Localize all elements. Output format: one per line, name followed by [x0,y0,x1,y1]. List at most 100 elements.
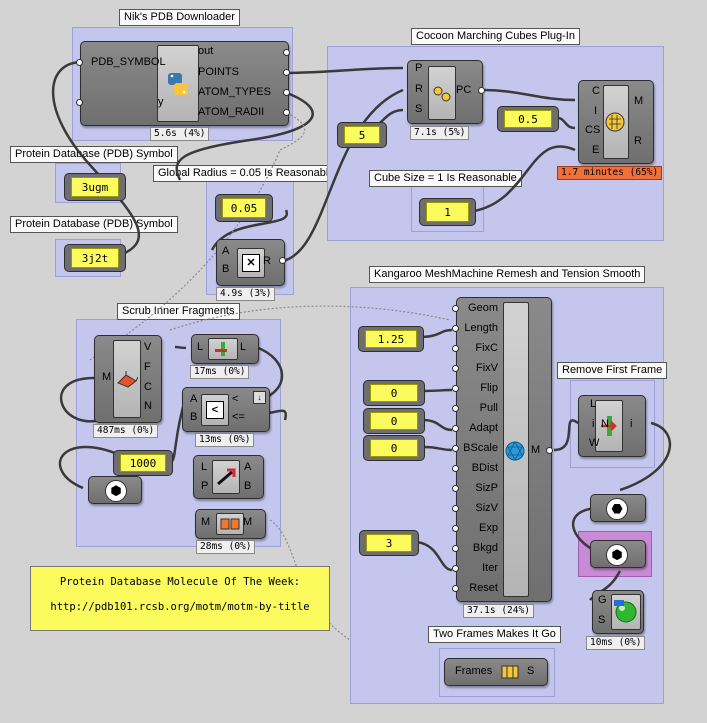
kangaroo-input-grip-length[interactable] [452,325,459,332]
mesh-faces-component[interactable] [94,335,162,423]
kangaroo-input-grip-bkgd[interactable] [452,545,459,552]
preview-runtime: 10ms (0%) [586,636,646,650]
panel-bscale-value[interactable]: 0 [370,439,418,457]
panel-cube-size-value[interactable]: 1 [426,202,469,222]
kangaroo-input-grip-geom[interactable] [452,305,459,312]
remove-flag-n: N [601,418,609,430]
faces-output-f: F [144,361,151,373]
panel-cube-size[interactable]: 1 [419,198,476,226]
cull-component[interactable] [193,455,264,499]
hex-mesh-icon-1: ⬢ [105,480,127,502]
list-length-component[interactable] [191,334,259,364]
cull-input-p: P [201,480,209,492]
panel-5-value[interactable]: 5 [344,126,380,144]
kangaroo-input-grip-exp[interactable] [452,525,459,532]
kangaroo-output-grip[interactable] [546,447,553,454]
panel-adapt-value[interactable]: 0 [370,412,418,430]
panel-adapt[interactable]: 0 [363,408,425,434]
panel-flip-value[interactable]: 0 [370,384,418,402]
kangaroo-input-grip-bscale[interactable] [452,445,459,452]
kangaroo-input-grip-flip[interactable] [452,385,459,392]
cull-core [212,460,240,494]
mesh-join-component[interactable] [195,509,266,539]
faces-output-c: C [144,381,152,393]
frames-label: Frames [455,665,493,677]
remove-input-i: i [592,418,595,430]
group-title-scrub: Scrub Inner Fragments [117,303,240,320]
group-title-two-frames: Two Frames Makes It Go [428,626,561,643]
panel-symbol-1[interactable]: 3ugm [64,173,126,201]
pdb-output-grip-points[interactable] [283,69,290,76]
kangaroo-input-grip-bdist[interactable] [452,465,459,472]
panel-length[interactable]: 1.25 [358,326,424,352]
frames-component[interactable]: Frames S [444,658,548,686]
panel-global-radius-value[interactable]: 0.05 [222,198,266,218]
pc-input-p: P [415,62,423,74]
compare-component[interactable]: < ↓ [182,387,270,432]
kangaroo-input-geom: Geom [468,302,498,314]
multiply-core: ✕ [237,248,265,278]
panel-symbol-1-value[interactable]: 3ugm [71,177,119,197]
panel-1000[interactable]: 1000 [113,450,173,476]
custom-preview-component[interactable] [592,590,644,634]
hex-geometry-icon: ⬣ [606,498,628,520]
panel-5[interactable]: 5 [337,122,387,148]
compare-options-icon[interactable]: ↓ [253,391,266,404]
pdb-downloader-component[interactable] [80,41,289,126]
param-mesh-1[interactable]: ⬢ [88,476,142,504]
panel-1000-value[interactable]: 1000 [120,454,166,472]
panel-bscale[interactable]: 0 [363,435,425,461]
kangaroo-input-grip-fixv[interactable] [452,365,459,372]
panel-iter-value[interactable]: 3 [366,534,412,552]
pdb-input-grip[interactable] [76,59,83,66]
kangaroo-remesh-component[interactable] [456,297,552,602]
kangaroo-input-grip-reset[interactable] [452,585,459,592]
point-charge-core [428,66,456,120]
kangaroo-runtime: 37.1s (24%) [463,604,534,618]
param-geometry[interactable]: ⬣ [590,494,646,522]
panel-global-radius[interactable]: 0.05 [215,194,273,222]
cocoon-component[interactable] [578,80,654,164]
kangaroo-input-grip-sizv[interactable] [452,505,459,512]
note-panel[interactable]: Protein Database Molecule Of The Week: h… [30,566,330,631]
compare-input-a: A [190,393,198,405]
cocoon-input-e: E [592,144,600,156]
remove-input-l: L [590,398,597,410]
panel-iter[interactable]: 3 [359,530,419,556]
kangaroo-input-grip-adapt[interactable] [452,425,459,432]
panel-0-5-value[interactable]: 0.5 [504,110,552,128]
kangaroo-input-grip-sizp[interactable] [452,485,459,492]
panel-symbol-2[interactable]: 3j2t [64,244,126,272]
less-than-icon: < [206,401,224,419]
pdb-output-label-out: out [198,45,214,57]
python-icon [168,73,188,95]
pdb-output-grip-radii[interactable] [283,109,290,116]
cull-index-component[interactable] [578,395,646,457]
group-title-remove-first-frame: Remove First Frame [557,362,668,379]
kangaroo-input-grip-pull[interactable] [452,405,459,412]
pdb-output-grip-types[interactable] [283,89,290,96]
param-mesh-2[interactable]: ⬢ [590,540,646,568]
cull-pattern-icon [217,468,236,486]
note-line-1: Protein Database Molecule Of The Week: [59,576,301,588]
mesh-join-core [216,513,244,535]
panel-0-5[interactable]: 0.5 [497,106,559,132]
pdb-input-grip-y[interactable] [76,99,83,106]
mesh-faces-core [113,340,141,418]
multiply-component[interactable]: ✕ [216,239,285,286]
kangaroo-input-grip-iter[interactable] [452,565,459,572]
multiply-input-a: A [222,245,230,257]
pc-output-grip[interactable] [478,87,485,94]
panel-flip[interactable]: 0 [363,380,425,406]
remove-output-i: i [630,418,633,430]
multiply-grip-r[interactable] [279,257,286,264]
pdb-output-label-points: POINTS [198,66,239,78]
panel-length-value[interactable]: 1.25 [365,330,417,348]
marching-cubes-icon [605,112,625,132]
point-charge-component[interactable] [407,60,483,124]
pdb-output-grip-out[interactable] [283,49,290,56]
kangaroo-input-flip: Flip [480,382,498,394]
panel-symbol-2-value[interactable]: 3j2t [71,248,119,268]
pdb-downloader-core [157,45,199,122]
kangaroo-input-grip-fixc[interactable] [452,345,459,352]
